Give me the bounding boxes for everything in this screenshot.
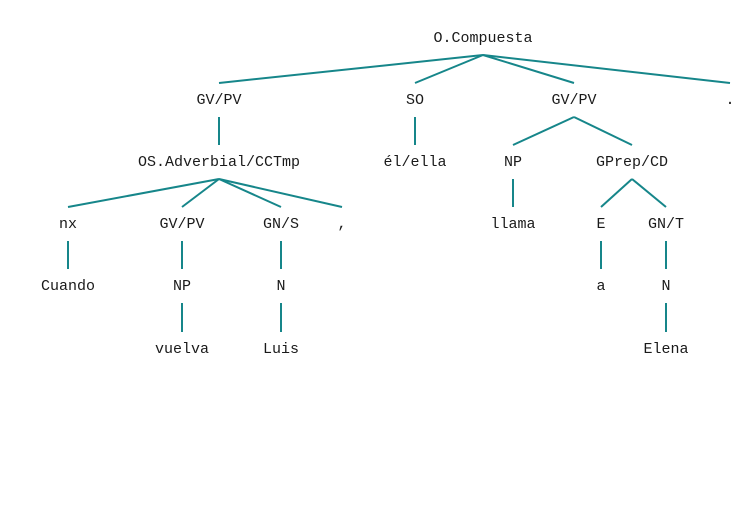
- tree-node-elella: él/ella: [383, 154, 446, 171]
- tree-node-e: E: [596, 216, 605, 233]
- tree-node-root: O.Compuesta: [433, 30, 532, 47]
- tree-node-gvpv2: GV/PV: [551, 92, 596, 109]
- tree-node-np2: NP: [173, 278, 191, 295]
- tree-node-luis: Luis: [263, 341, 299, 358]
- tree-node-osadv: OS.Adverbial/CCTmp: [138, 154, 300, 171]
- tree-node-elena: Elena: [643, 341, 688, 358]
- tree-edge-osadv-gns: [218, 178, 282, 208]
- tree-edge-osadv-nx: [67, 178, 220, 208]
- tree-edge-osadv-gvpv3: [181, 178, 220, 208]
- tree-edge-root-so: [414, 54, 484, 84]
- tree-edge-gvpv2-np1: [512, 116, 575, 146]
- tree-node-n2: N: [661, 278, 670, 295]
- tree-edge-gvpv2-gprep: [573, 116, 633, 146]
- tree-node-gvpv1: GV/PV: [196, 92, 241, 109]
- tree-node-gnt: GN/T: [648, 216, 684, 233]
- tree-node-gns: GN/S: [263, 216, 299, 233]
- tree-edge-root-gvpv2: [482, 54, 575, 84]
- tree-node-nx: nx: [59, 216, 77, 233]
- tree-node-comma: ,: [337, 216, 346, 233]
- tree-edge-gprep-e: [600, 178, 633, 208]
- tree-node-gvpv3: GV/PV: [159, 216, 204, 233]
- tree-edge-gprep-gnt: [631, 178, 667, 208]
- tree-edge-osadv-comma: [218, 178, 343, 208]
- tree-node-n1: N: [276, 278, 285, 295]
- tree-node-a: a: [596, 278, 605, 295]
- tree-edges: [67, 54, 731, 332]
- tree-node-llama: llama: [490, 216, 535, 233]
- tree-edge-root-gvpv1: [218, 54, 484, 84]
- tree-node-dot: .: [725, 92, 734, 109]
- tree-edge-root-dot: [482, 54, 731, 84]
- tree-node-np1: NP: [504, 154, 522, 171]
- tree-node-so: SO: [406, 92, 424, 109]
- tree-node-gprep: GPrep/CD: [596, 154, 668, 171]
- tree-node-cuando: Cuando: [41, 278, 95, 295]
- tree-node-vuelva: vuelva: [155, 341, 209, 358]
